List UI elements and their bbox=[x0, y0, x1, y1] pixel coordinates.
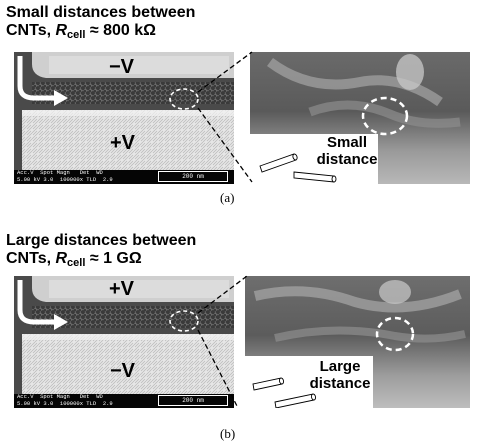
panel-a-label: (a) bbox=[220, 190, 235, 205]
panel-b-title: Large distances between CNTs, Rcell ≈ 1 … bbox=[6, 232, 196, 272]
panel-b-scale-bar: 200 nm bbox=[158, 395, 228, 406]
panel-b-bottom-polarity: −V bbox=[110, 360, 136, 382]
panel-a-top-polarity: −V bbox=[109, 56, 135, 78]
panel-a-title: Small distances between CNTs, Rcell ≈ 80… bbox=[6, 4, 195, 44]
panel-a-resistance-value: ≈ 800 kΩ bbox=[85, 22, 156, 39]
panel-b-title-line2: CNTs, Rcell ≈ 1 GΩ bbox=[6, 250, 196, 272]
panel-a-callout-box: Small distance bbox=[250, 134, 378, 184]
panel-a-title-line1: Small distances between bbox=[6, 4, 196, 21]
panel-a-title-prefix: CNTs, bbox=[6, 22, 56, 39]
panel-a-connector-top bbox=[197, 51, 253, 93]
panel-b-resistance-value: ≈ 1 GΩ bbox=[85, 250, 142, 267]
panel-b-title-line1: Large distances between bbox=[6, 232, 197, 249]
panel-a-callout-line2: distance bbox=[316, 151, 378, 168]
panel-a-databar-row1: Acc.V Spot Magn Det WD bbox=[17, 169, 103, 176]
panel-a-callout-line1: Small bbox=[326, 134, 368, 151]
panel-a-r-symbol: R bbox=[55, 22, 68, 39]
panel-a-zoom-image: Small distance bbox=[250, 52, 470, 184]
panel-b-callout-label: Large distance bbox=[307, 358, 373, 392]
panel-b-databar-row2: 5.00 kV 3.0 100000x TLD 2.9 bbox=[17, 399, 113, 407]
panel-a-bottom-polarity: +V bbox=[110, 132, 136, 154]
panel-b-sem-graphic bbox=[14, 276, 234, 408]
panel-a-cnt-sketch bbox=[259, 153, 337, 183]
panel-b-sem-image: +V −V Acc.V Spot Magn Det WD 5.00 kV 3.0… bbox=[14, 276, 234, 408]
panel-a-connector-bottom bbox=[197, 107, 253, 183]
panel-a-sem-databar: Acc.V Spot Magn Det WD 5.00 kV 3.0 10000… bbox=[14, 169, 234, 184]
panel-b-connector-bottom bbox=[197, 329, 239, 409]
panel-b-top-polarity: +V bbox=[109, 278, 135, 300]
panel-b-callout-line2: distance bbox=[309, 375, 371, 392]
panel-b-cnt-sketch bbox=[252, 377, 317, 408]
panel-b-callout-box: Large distance bbox=[245, 356, 373, 408]
panel-a-title-line2: CNTs, Rcell ≈ 800 kΩ bbox=[6, 22, 195, 44]
panel-a-scale-bar: 200 nm bbox=[158, 171, 228, 182]
panel-b-callout-line1: Large bbox=[319, 358, 361, 375]
panel-b-databar-row1: Acc.V Spot Magn Det WD bbox=[17, 393, 103, 400]
panel-b-connector-top bbox=[197, 275, 248, 314]
panel-a-callout-label: Small distance bbox=[316, 134, 378, 168]
panel-a-zoom-graphic bbox=[250, 52, 470, 184]
panel-b-title-prefix: CNTs, bbox=[6, 250, 56, 267]
panel-b-r-subscript: cell bbox=[67, 257, 86, 269]
panel-a-sem-image: −V +V Acc.V Spot Magn Det WD 5.00 kV 3.0… bbox=[14, 52, 234, 184]
panel-a-r-subscript: cell bbox=[67, 29, 86, 41]
panel-b-r-symbol: R bbox=[55, 250, 68, 267]
panel-a-databar-row2: 5.00 kV 3.0 100000x TLD 2.9 bbox=[17, 175, 113, 183]
panel-b-sem-databar: Acc.V Spot Magn Det WD 5.00 kV 3.0 10000… bbox=[14, 393, 234, 408]
panel-b-zoom-image: Large distance bbox=[245, 276, 470, 408]
panel-b-label: (b) bbox=[220, 426, 236, 441]
panel-a-sem-graphic bbox=[14, 52, 234, 184]
